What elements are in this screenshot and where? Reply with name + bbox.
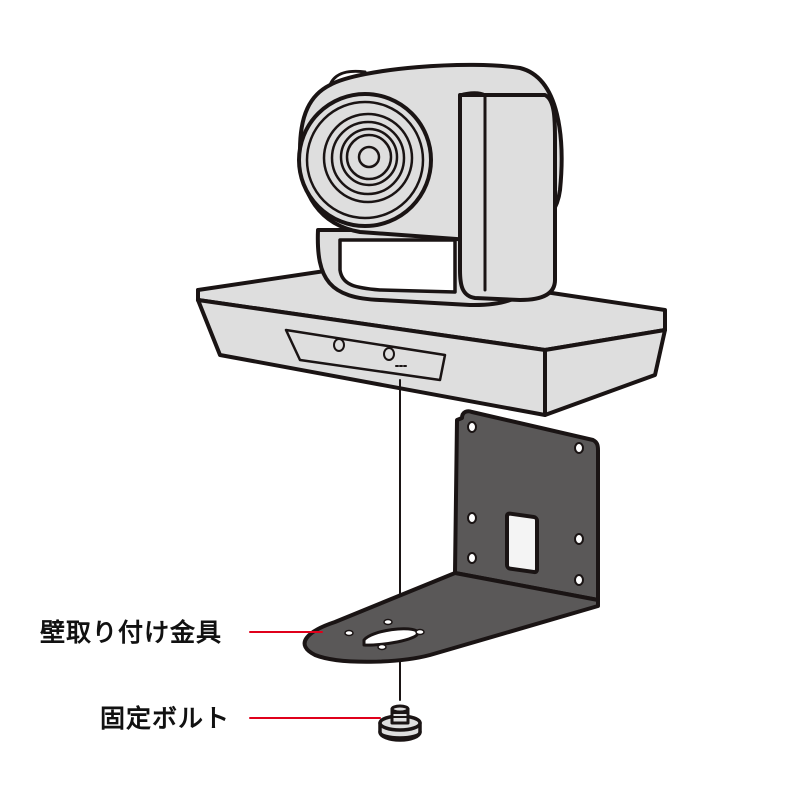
wall-bracket-label: 壁取り付け金具 [40,618,223,647]
fixing-bolt [378,704,422,742]
fixing-bolt-label: 固定ボルト [100,704,231,733]
camera-head [297,62,564,308]
wall-bracket [302,409,600,664]
